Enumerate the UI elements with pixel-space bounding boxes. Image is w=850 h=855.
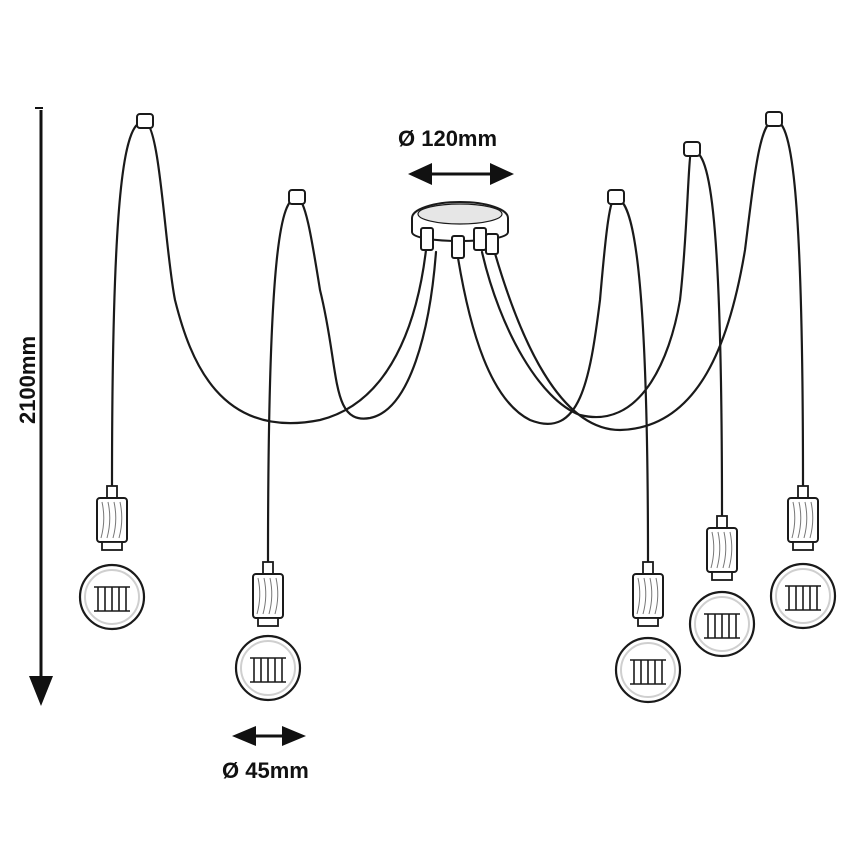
pendants	[78, 485, 837, 704]
hook-1	[136, 113, 154, 129]
canopy-diameter-label: Ø 120mm	[398, 126, 498, 151]
filament	[785, 585, 821, 611]
height-dimension-arrow	[29, 107, 53, 706]
pendant-2	[234, 561, 302, 702]
hook-4	[683, 141, 701, 157]
canopy-width-arrow	[408, 163, 514, 185]
cable-2	[266, 196, 438, 564]
pendant-1	[78, 485, 146, 631]
cables	[110, 118, 805, 564]
cable-5	[492, 118, 805, 488]
ceiling-hooks	[136, 111, 783, 205]
ceiling-canopy	[411, 201, 509, 259]
pendant-3	[614, 561, 682, 704]
filament	[630, 659, 666, 685]
cable-4	[480, 148, 724, 518]
hook-2	[288, 189, 306, 205]
filament	[250, 657, 286, 683]
filament	[704, 613, 740, 639]
bulb-diameter-label: Ø 45mm	[222, 758, 309, 783]
hook-3	[607, 189, 625, 205]
pendant-5	[769, 485, 837, 630]
hook-5	[765, 111, 783, 127]
bulb-width-arrow	[232, 726, 306, 746]
pendant-4	[688, 515, 756, 658]
total-height-label: 2100mm	[15, 335, 40, 425]
filament	[94, 586, 130, 612]
cable-1	[110, 120, 428, 488]
cable-3	[456, 196, 650, 564]
